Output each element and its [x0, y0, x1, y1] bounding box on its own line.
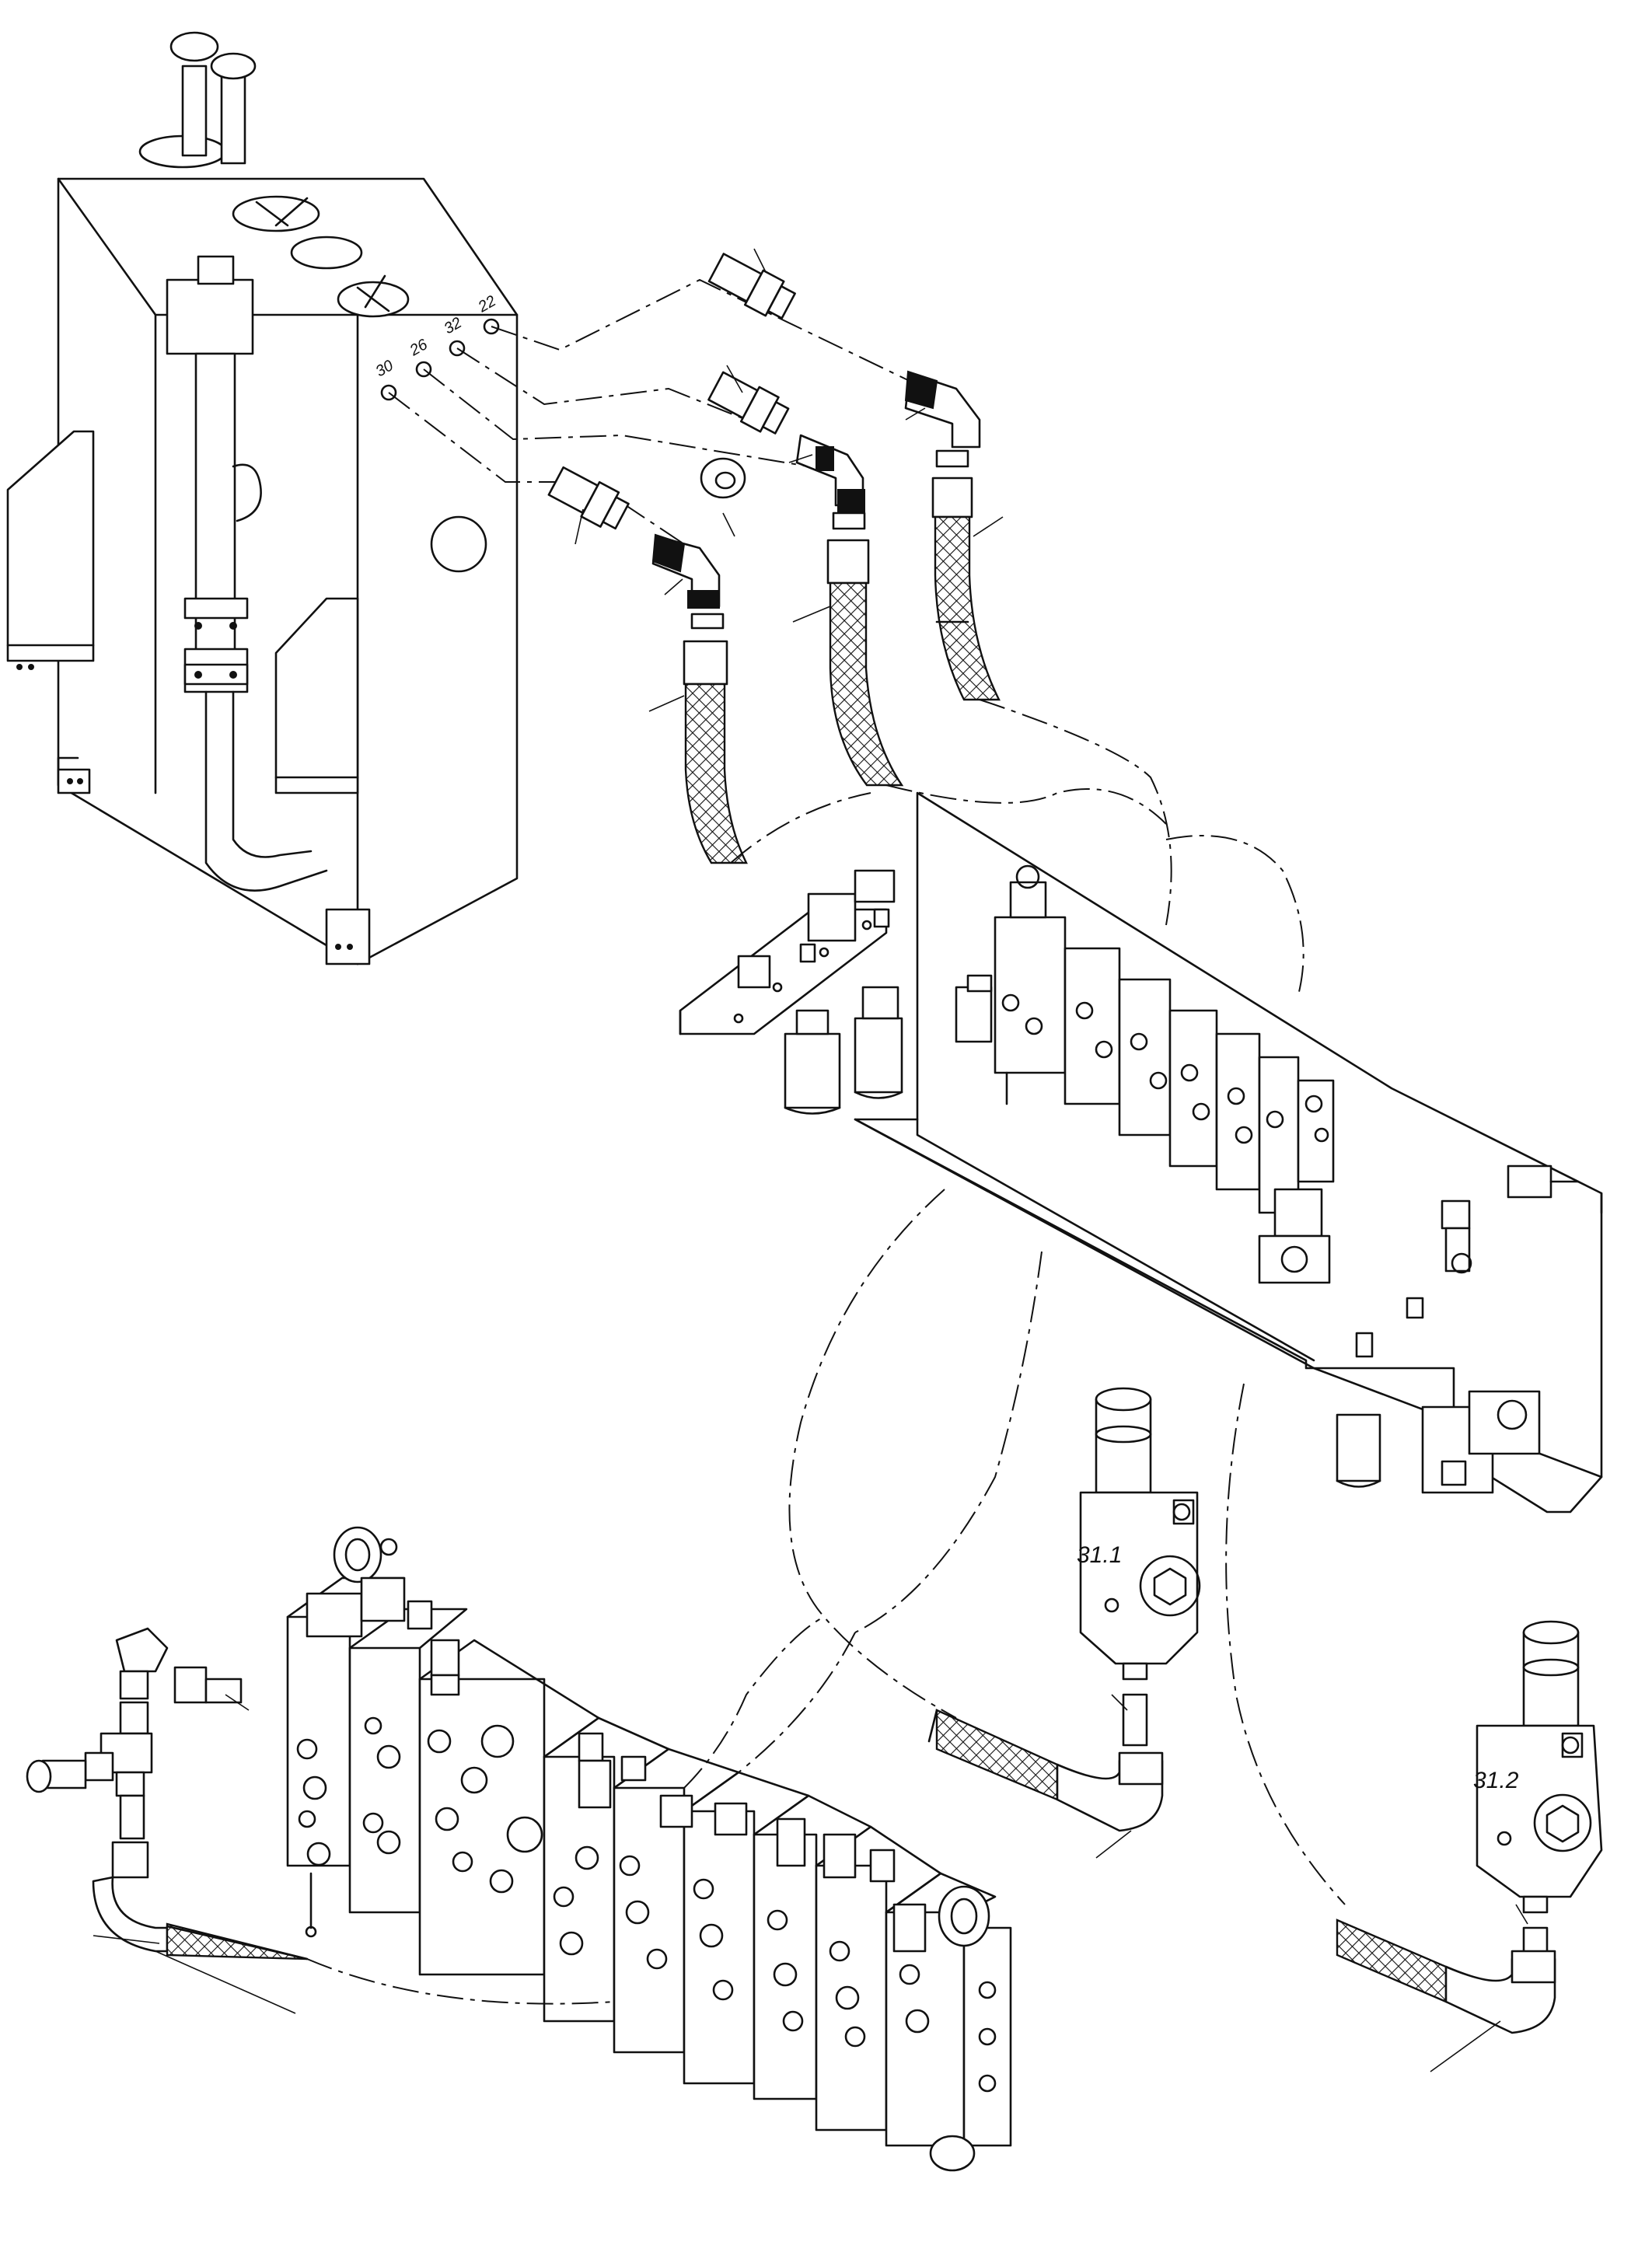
- hydraulic-tank: 30 26 32 22: [6, 31, 519, 965]
- valve-stack-detail: [286, 1526, 1012, 2172]
- valve-mounting-bracket: [679, 791, 1603, 1514]
- pressure-valve-31-2: 31.2: [1336, 1620, 1603, 2072]
- valve-stack-fittings: [1001, 993, 1329, 1144]
- tank-fittings-hoses: [388, 248, 1304, 996]
- valve-label-31-2: 31.2: [1473, 1768, 1519, 1793]
- valve-label-31-1: 31.1: [1077, 1542, 1122, 1568]
- pressure-valve-31-1: 31.1: [927, 1387, 1201, 1859]
- stack-fittings: [296, 1600, 997, 2093]
- tee-fitting-assembly: [26, 1627, 309, 2014]
